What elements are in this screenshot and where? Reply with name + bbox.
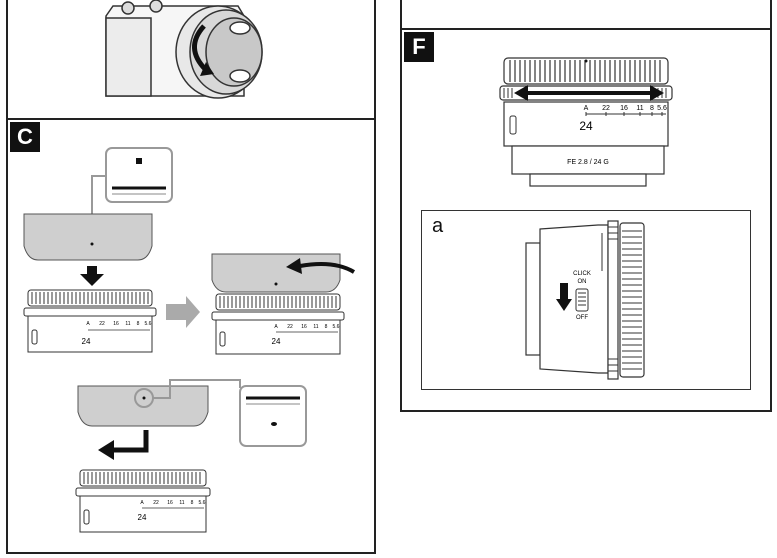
panel-c: C A 22 16 11 8 5.6 — [6, 118, 376, 554]
panel-e-partial — [400, 0, 772, 30]
section-c-label: C — [10, 122, 40, 152]
lens1-aperture-5-6: 5.6 — [145, 321, 152, 327]
f-aperture-22: 22 — [602, 105, 610, 112]
lens2-aperture-a: A — [274, 324, 278, 330]
lens2-aperture-8: 8 — [325, 324, 328, 330]
lens3-aperture-11: 11 — [179, 500, 184, 506]
camera-illustration — [105, 0, 263, 99]
f-aperture-8: 8 — [650, 105, 654, 112]
lens2-aperture-11: 11 — [313, 324, 318, 330]
lens3-focal-length: 24 — [138, 513, 147, 522]
switch-label-off: OFF — [576, 315, 588, 321]
lens1-aperture-8: 8 — [137, 321, 140, 327]
f-aperture-a: A — [584, 105, 589, 112]
lens-side-diagram: CLICK ON OFF — [525, 220, 645, 380]
f-focal-length: 24 — [579, 119, 593, 133]
lens3-aperture-8: 8 — [191, 500, 194, 506]
lens1-aperture-22: 22 — [99, 321, 105, 327]
section-a-label: a — [432, 215, 444, 237]
lens1-focal-length: 24 — [82, 337, 91, 346]
lens1-aperture-16: 16 — [113, 321, 119, 327]
f-aperture-5-6: 5.6 — [657, 105, 667, 112]
lens2-aperture-5-6: 5.6 — [333, 324, 340, 330]
lens2-aperture-22: 22 — [287, 324, 293, 330]
lens3-aperture-16: 16 — [167, 500, 173, 506]
panel-f-a: a CLICK ON OFF — [421, 210, 751, 390]
f-aperture-16: 16 — [620, 105, 628, 112]
lens3-aperture-a: A — [140, 500, 144, 506]
panel-camera — [6, 0, 376, 120]
section-f-label: F — [404, 32, 434, 62]
lens3-aperture-22: 22 — [153, 500, 159, 506]
lens2-aperture-16: 16 — [301, 324, 307, 330]
lens1-aperture-11: 11 — [125, 321, 130, 327]
f-aperture-11: 11 — [636, 105, 643, 112]
switch-label-click: CLICK — [573, 271, 591, 277]
lens-aperture-diagram: A 22 16 11 8 5.6 24 FE 2.8 / 24 G — [499, 57, 673, 187]
lens3-aperture-5-6: 5.6 — [199, 500, 206, 506]
panel-f: F A 22 16 11 8 5.6 24 FE 2.8 / 24 G a — [400, 28, 772, 412]
switch-label-on: ON — [578, 279, 587, 285]
f-lens-model: FE 2.8 / 24 G — [567, 159, 609, 166]
hood-attach-diagram: A 22 16 11 8 5.6 24 A 22 16 11 8 5.6 24 — [23, 147, 356, 533]
lens2-focal-length: 24 — [272, 337, 281, 346]
lens1-aperture-a: A — [86, 321, 90, 327]
